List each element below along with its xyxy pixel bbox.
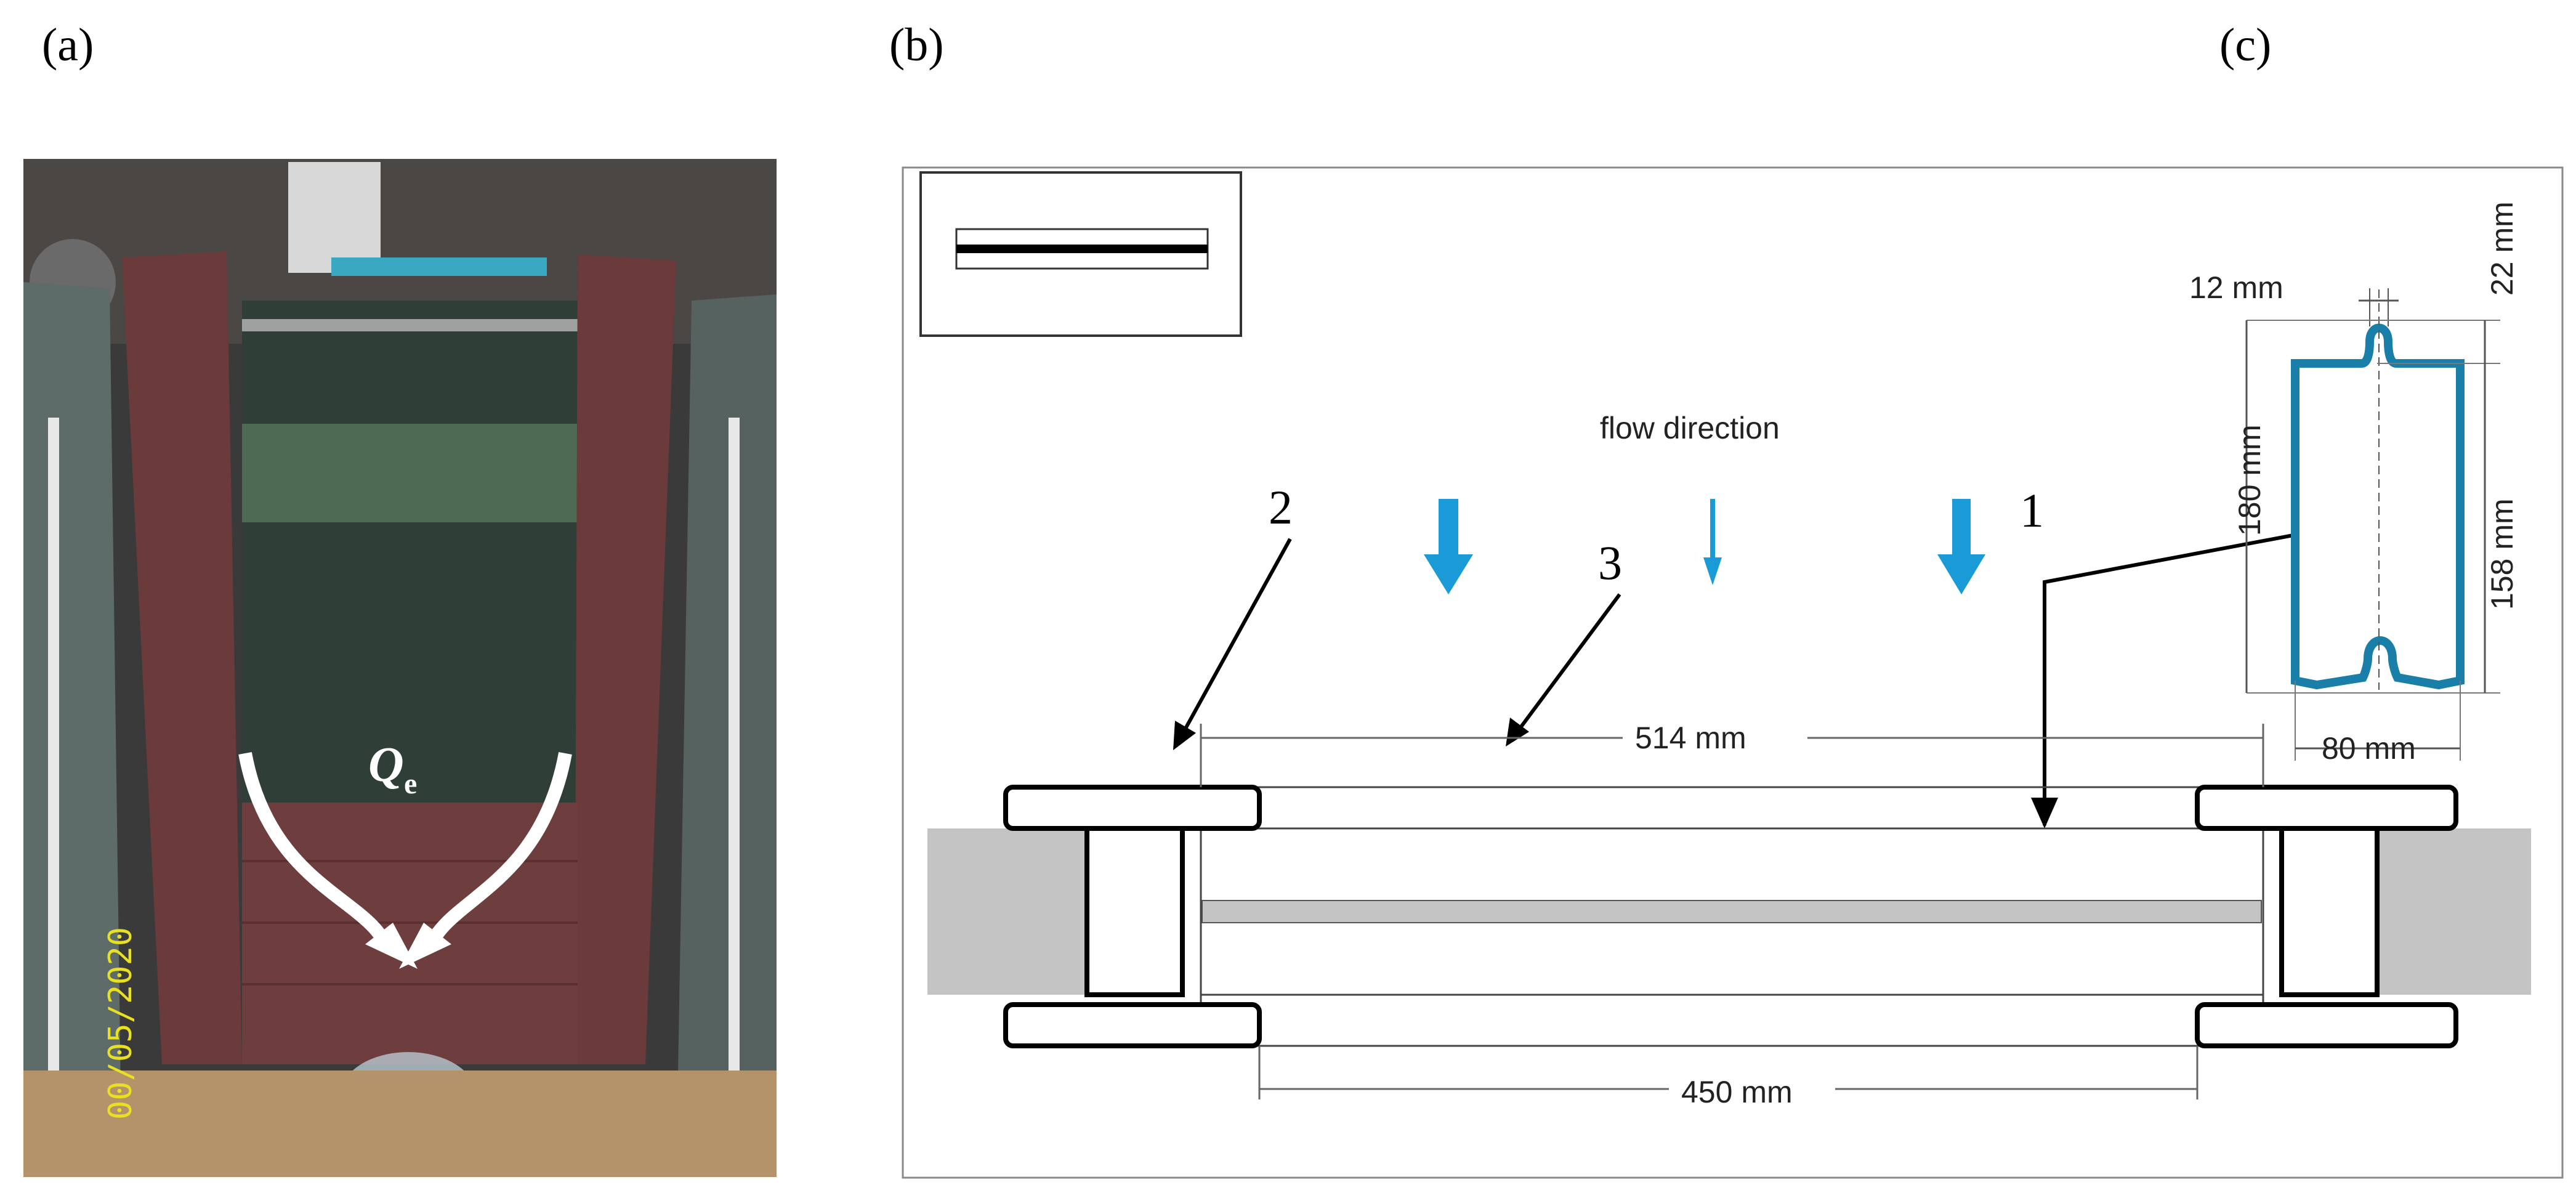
floor	[23, 1071, 777, 1177]
top-left-flange	[1003, 785, 1262, 831]
dim-label-22: 22 mm	[2485, 201, 2519, 296]
flow-arrow-2	[1703, 499, 1722, 585]
glass-window	[242, 301, 587, 803]
dim-label-bg	[1669, 1069, 1835, 1112]
water-surface	[242, 424, 587, 522]
right-post-section	[2279, 826, 2380, 997]
callout-2-leader	[1174, 538, 1292, 747]
flow-arrowhead-left	[365, 923, 418, 969]
flow-label-subscript: e	[404, 767, 417, 800]
window-rail	[242, 319, 587, 331]
top-right-flange	[2195, 785, 2458, 831]
flow-arrow-left	[238, 751, 394, 950]
callout-3-arrowhead	[1506, 718, 1529, 747]
left-post-section	[1084, 826, 1185, 997]
flow-arrowhead-right	[399, 923, 451, 969]
photo-panel: Q e 00/05/2020	[23, 159, 777, 1177]
dim-label-12: 12 mm	[2189, 270, 2283, 305]
panel-label-a: (a)	[42, 19, 94, 71]
callout-2: 2	[1269, 480, 1293, 534]
right-wall	[676, 294, 777, 1177]
date-stamp: 00/05/2020	[102, 927, 139, 1120]
callout-3: 3	[1598, 536, 1622, 589]
dim-label-80: 80 mm	[2322, 731, 2416, 766]
flow-label-q: Q	[368, 738, 404, 792]
dim-label-514: 514 mm	[1635, 721, 1746, 755]
slot-strip	[1201, 900, 2262, 923]
left-post	[122, 251, 242, 1064]
bottom-left-flange	[1003, 1002, 1262, 1048]
dim-label-158: 158 mm	[2485, 498, 2519, 610]
left-abutment	[927, 828, 1088, 995]
callout-3-leader	[1510, 593, 1621, 740]
panel-label-c: (c)	[2219, 19, 2272, 71]
callout-1-arrowhead-down	[2031, 798, 2058, 828]
bottom-right-flange	[2195, 1002, 2458, 1048]
dim-label-450: 450 mm	[1681, 1075, 1793, 1109]
profile-outline	[2291, 323, 2465, 690]
right-post	[575, 254, 676, 1064]
profile-section	[2291, 289, 2465, 690]
callout-1-leader	[2043, 531, 2307, 825]
schematic-panel: flow direction 2 3 1 514 mm 450 mm 12 m	[902, 166, 2564, 1179]
blue-beam	[331, 257, 547, 276]
flow-direction-label: flow direction	[1600, 411, 1780, 445]
dim-label-180: 180 mm	[2232, 424, 2267, 536]
left-white-strip	[48, 418, 59, 1095]
cabinet-shape	[288, 162, 381, 273]
flow-arrow-3	[1937, 499, 1985, 594]
callout-1: 1	[2020, 484, 2044, 537]
dim-label-bg	[1623, 714, 1807, 758]
right-white-strip	[729, 418, 740, 1095]
right-abutment	[2377, 828, 2531, 995]
panel-label-b: (b)	[889, 19, 944, 71]
flow-arrow-1	[1424, 499, 1473, 594]
callout-2-arrowhead	[1173, 721, 1196, 750]
flow-arrow-right	[423, 751, 572, 950]
